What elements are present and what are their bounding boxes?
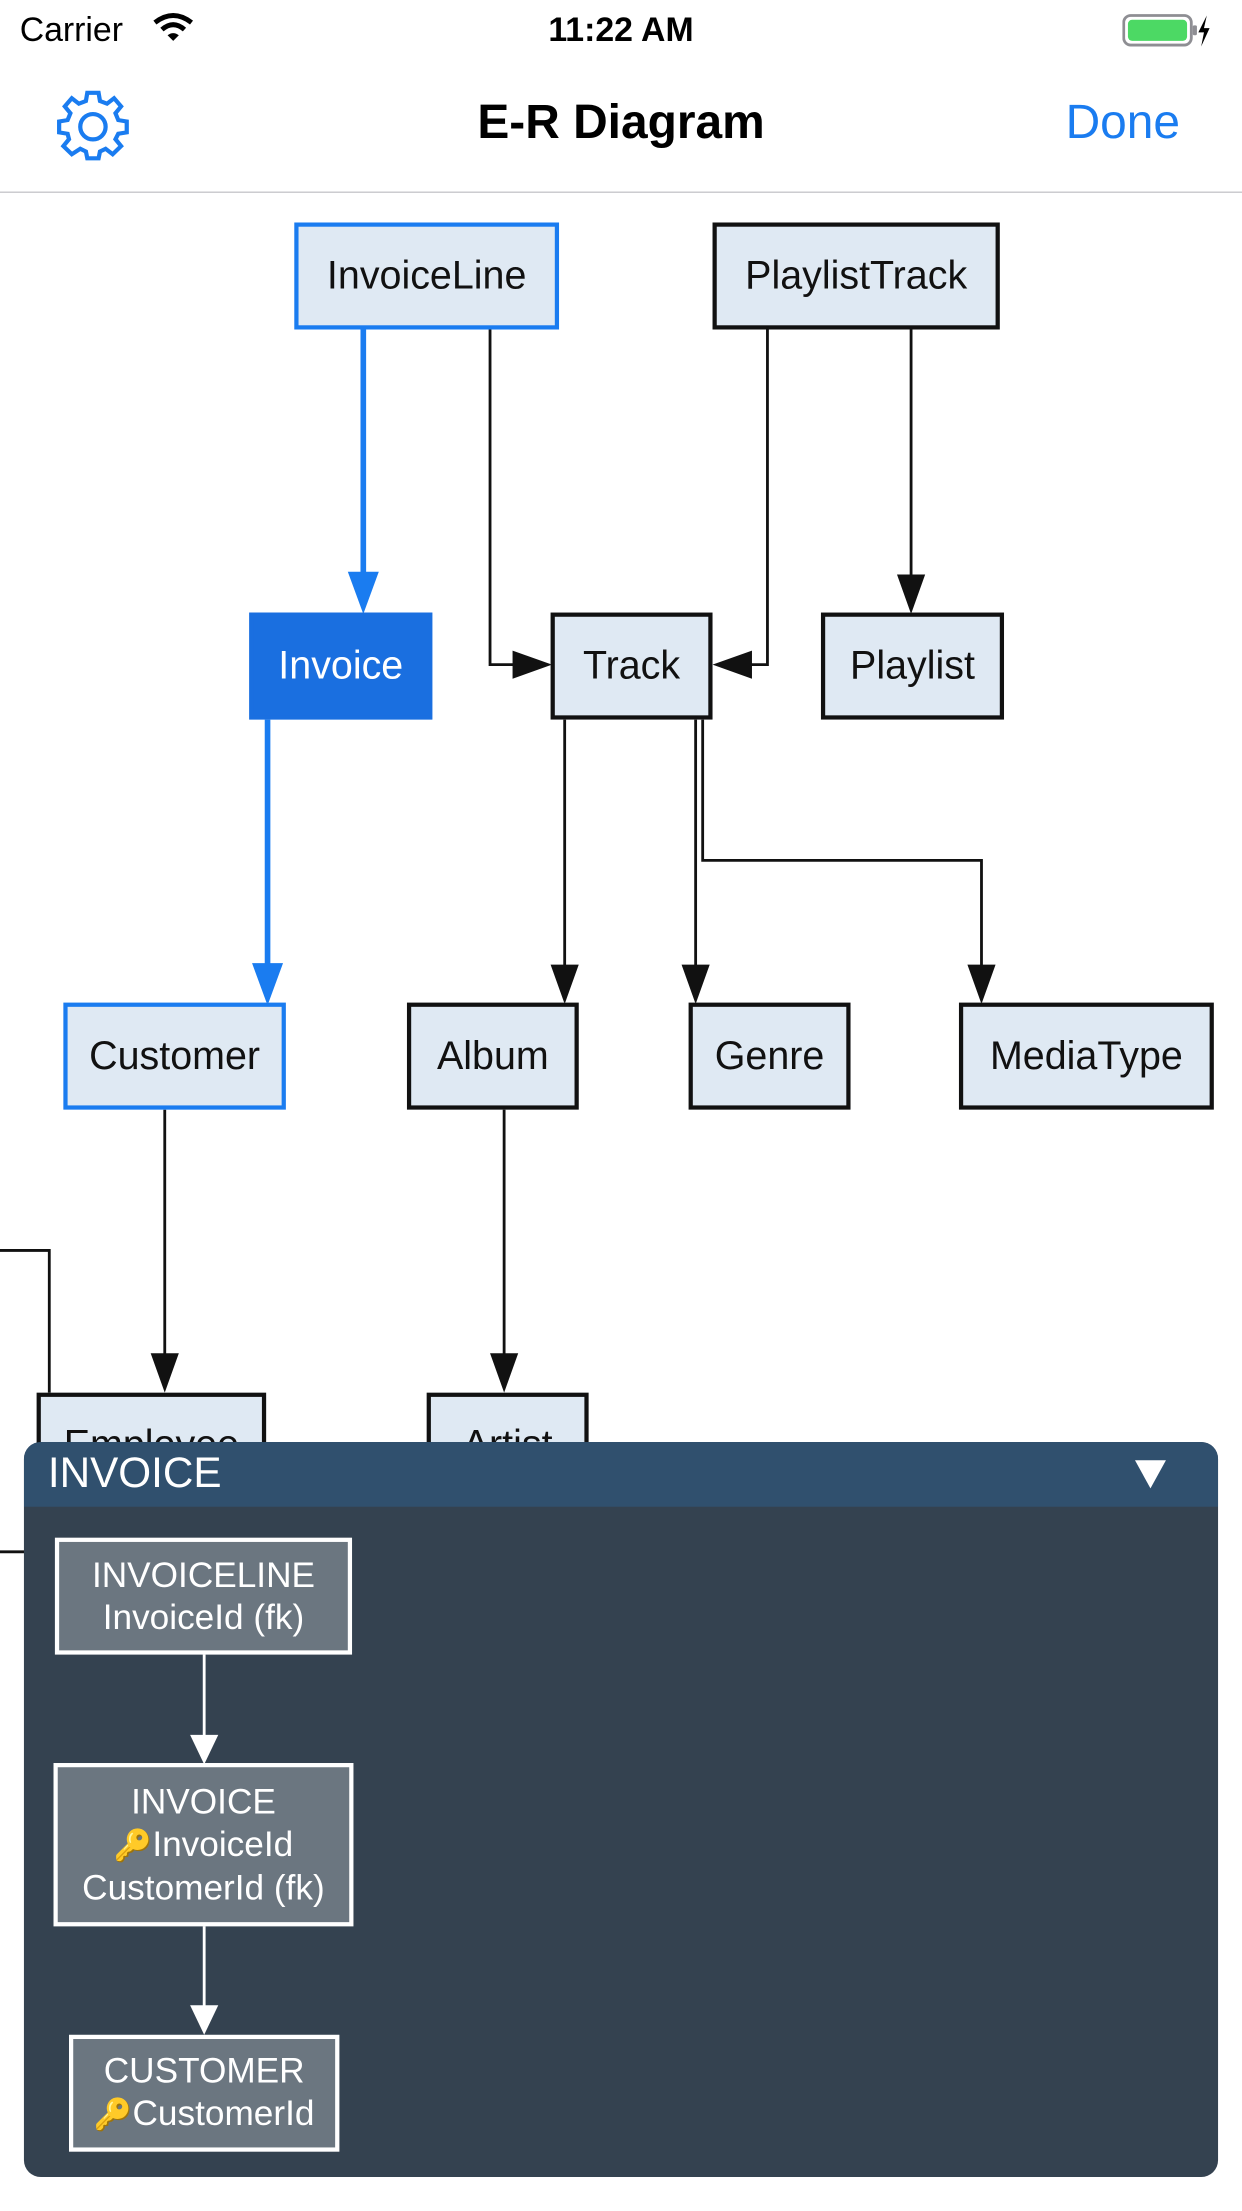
diagram-connectors (0, 329, 996, 1554)
done-button[interactable]: Done (1065, 95, 1181, 150)
status-bar: Carrier 11:22 AM (0, 0, 1242, 62)
collapse-triangle-icon[interactable] (1134, 1459, 1168, 1490)
panel-connectors (190, 1653, 219, 2035)
panel-node-key-field: 🔑InvoiceId (58, 1823, 349, 1867)
er-diagram-canvas[interactable]: InvoiceLine PlaylistTrack Invoice Track … (0, 193, 1242, 2211)
page-title: E-R Diagram (477, 95, 765, 150)
panel-node-field: CustomerId (fk) (82, 1867, 325, 1908)
entity-playlisttrack[interactable]: PlaylistTrack (712, 222, 1000, 330)
panel-header[interactable]: INVOICE (23, 1441, 1219, 1507)
panel-node-name: INVOICELINE (91, 1555, 315, 1595)
panel-node-name: INVOICE (131, 1782, 276, 1822)
relationship-panel: INVOICE INVOICELINE InvoiceId (fk) INVOI… (23, 1441, 1219, 2178)
panel-node-field: InvoiceId (fk) (102, 1597, 305, 1637)
wifi-icon (152, 11, 194, 52)
entity-customer[interactable]: Customer (63, 1002, 286, 1110)
navigation-bar: E-R Diagram Done (0, 61, 1242, 193)
entity-playlist[interactable]: Playlist (820, 612, 1005, 720)
clock: 11:22 AM (548, 11, 694, 50)
entity-invoice[interactable]: Invoice (249, 612, 433, 720)
panel-node-invoice[interactable]: INVOICE 🔑InvoiceId CustomerId (fk) (53, 1763, 354, 1927)
key-icon: 🔑 (93, 2096, 133, 2132)
entity-album[interactable]: Album (406, 1002, 579, 1110)
panel-node-key-field: 🔑CustomerId (73, 2093, 335, 2137)
carrier-label: Carrier (19, 11, 123, 50)
primary-key-label: InvoiceId (152, 1824, 294, 1864)
key-icon: 🔑 (113, 1827, 153, 1863)
panel-node-invoiceline[interactable]: INVOICELINE InvoiceId (fk) (54, 1537, 353, 1655)
gear-icon (57, 90, 129, 161)
entity-mediatype[interactable]: MediaType (958, 1002, 1214, 1110)
entity-track[interactable]: Track (550, 612, 713, 720)
panel-node-name: CUSTOMER (103, 2051, 305, 2092)
battery-icon (1122, 13, 1210, 59)
entity-genre[interactable]: Genre (688, 1002, 851, 1110)
panel-title: INVOICE (47, 1450, 222, 1497)
primary-key-label: CustomerId (132, 2093, 315, 2134)
panel-node-customer[interactable]: CUSTOMER 🔑CustomerId (68, 2034, 340, 2152)
entity-invoiceline[interactable]: InvoiceLine (294, 222, 560, 330)
settings-button[interactable] (56, 90, 129, 163)
